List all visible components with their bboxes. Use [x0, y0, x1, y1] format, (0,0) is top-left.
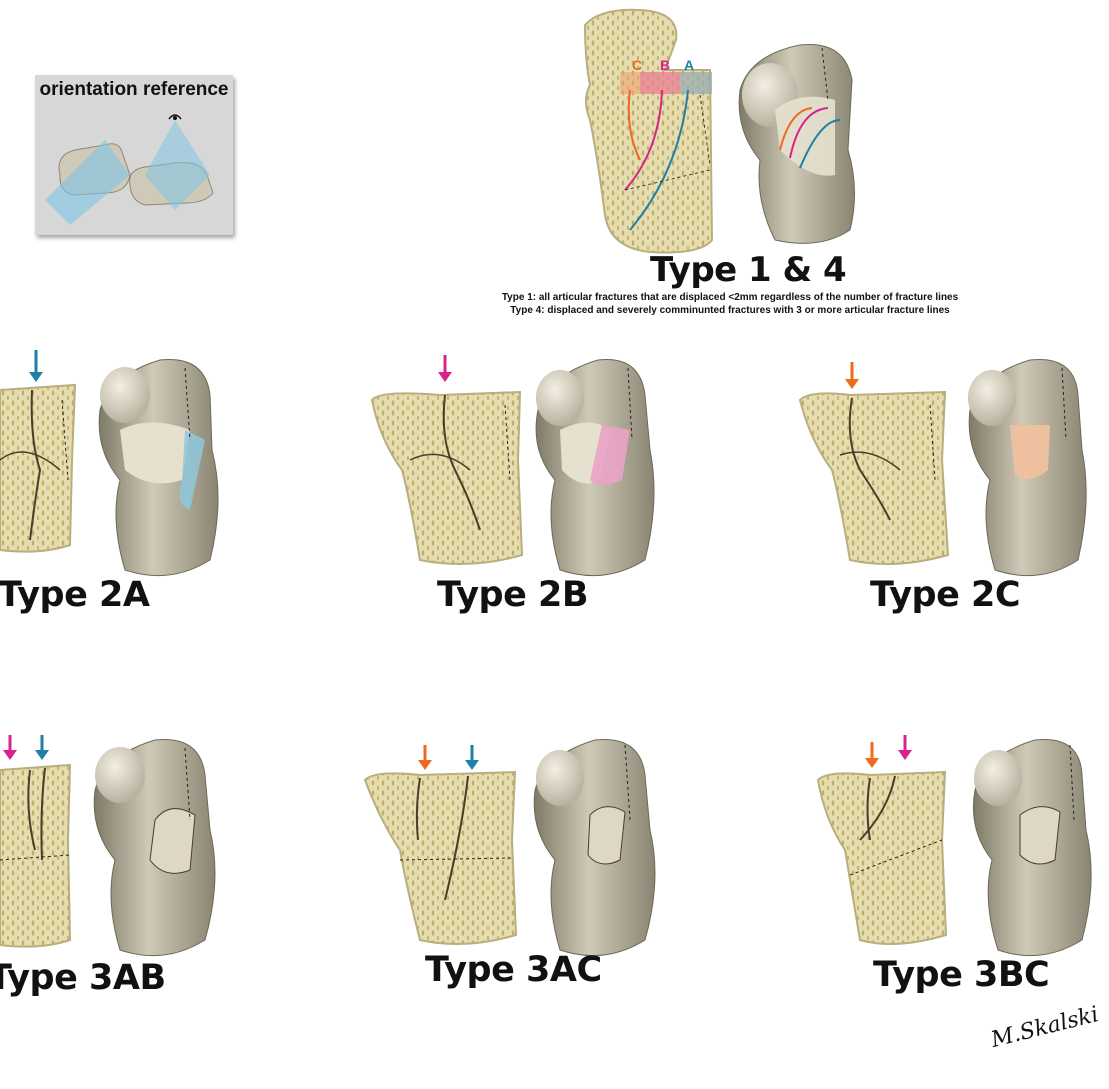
type-2b-label: Type 2B: [437, 575, 588, 615]
type-3bc-label: Type 3BC: [873, 955, 1049, 995]
type-3ac-label: Type 3AC: [425, 950, 602, 990]
type-1-4-bone: [739, 44, 854, 243]
letter-a: A: [684, 57, 694, 73]
type-2a-label: Type 2A: [0, 575, 149, 615]
type-4-description: Type 4: displaced and severely comminunt…: [380, 305, 1080, 316]
type-3ac-illustration: [365, 739, 655, 955]
type-1-4-title: Type 1 & 4: [650, 250, 846, 290]
type-1-4-section: [585, 10, 712, 253]
type-2b-illustration: [372, 355, 654, 576]
type-2c-label: Type 2C: [870, 575, 1020, 615]
letter-b: B: [660, 57, 670, 73]
type-3ab-illustration: [0, 735, 215, 956]
type-3ab-label: Type 3AB: [0, 958, 166, 998]
type-3bc-illustration: [818, 735, 1091, 956]
letter-c: C: [632, 57, 642, 73]
type-1-description: Type 1: all articular fractures that are…: [380, 292, 1080, 303]
type-2a-illustration: [0, 350, 218, 576]
type-2c-illustration: [800, 359, 1086, 575]
